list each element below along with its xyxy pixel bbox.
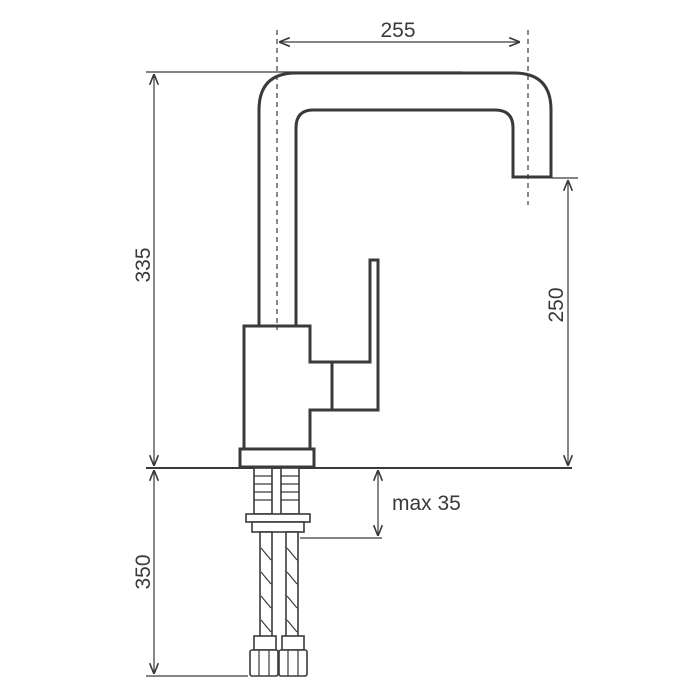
dim-label-hose-length: 350	[132, 554, 155, 589]
base-plate	[238, 447, 316, 469]
hose-ferrule-left	[253, 635, 277, 651]
threaded-stud-right	[280, 467, 300, 515]
spout-outline	[257, 71, 553, 326]
dim-label-reach: 255	[380, 19, 415, 42]
hose-ferrule-right	[281, 635, 305, 651]
mounting-nut	[251, 521, 305, 533]
faucet-body	[238, 71, 553, 469]
lever-handle	[330, 258, 380, 412]
dim-label-spout-height: 250	[545, 287, 568, 322]
threaded-stud-left	[253, 467, 273, 515]
hose-nut-left	[249, 649, 279, 677]
mounting-washer	[245, 513, 311, 523]
dim-label-max-mount: max 35	[392, 492, 461, 515]
hose-nut-right	[278, 649, 308, 677]
base-body	[242, 324, 334, 451]
dim-label-total-height: 335	[132, 247, 155, 282]
mounting-hardware	[245, 467, 311, 677]
